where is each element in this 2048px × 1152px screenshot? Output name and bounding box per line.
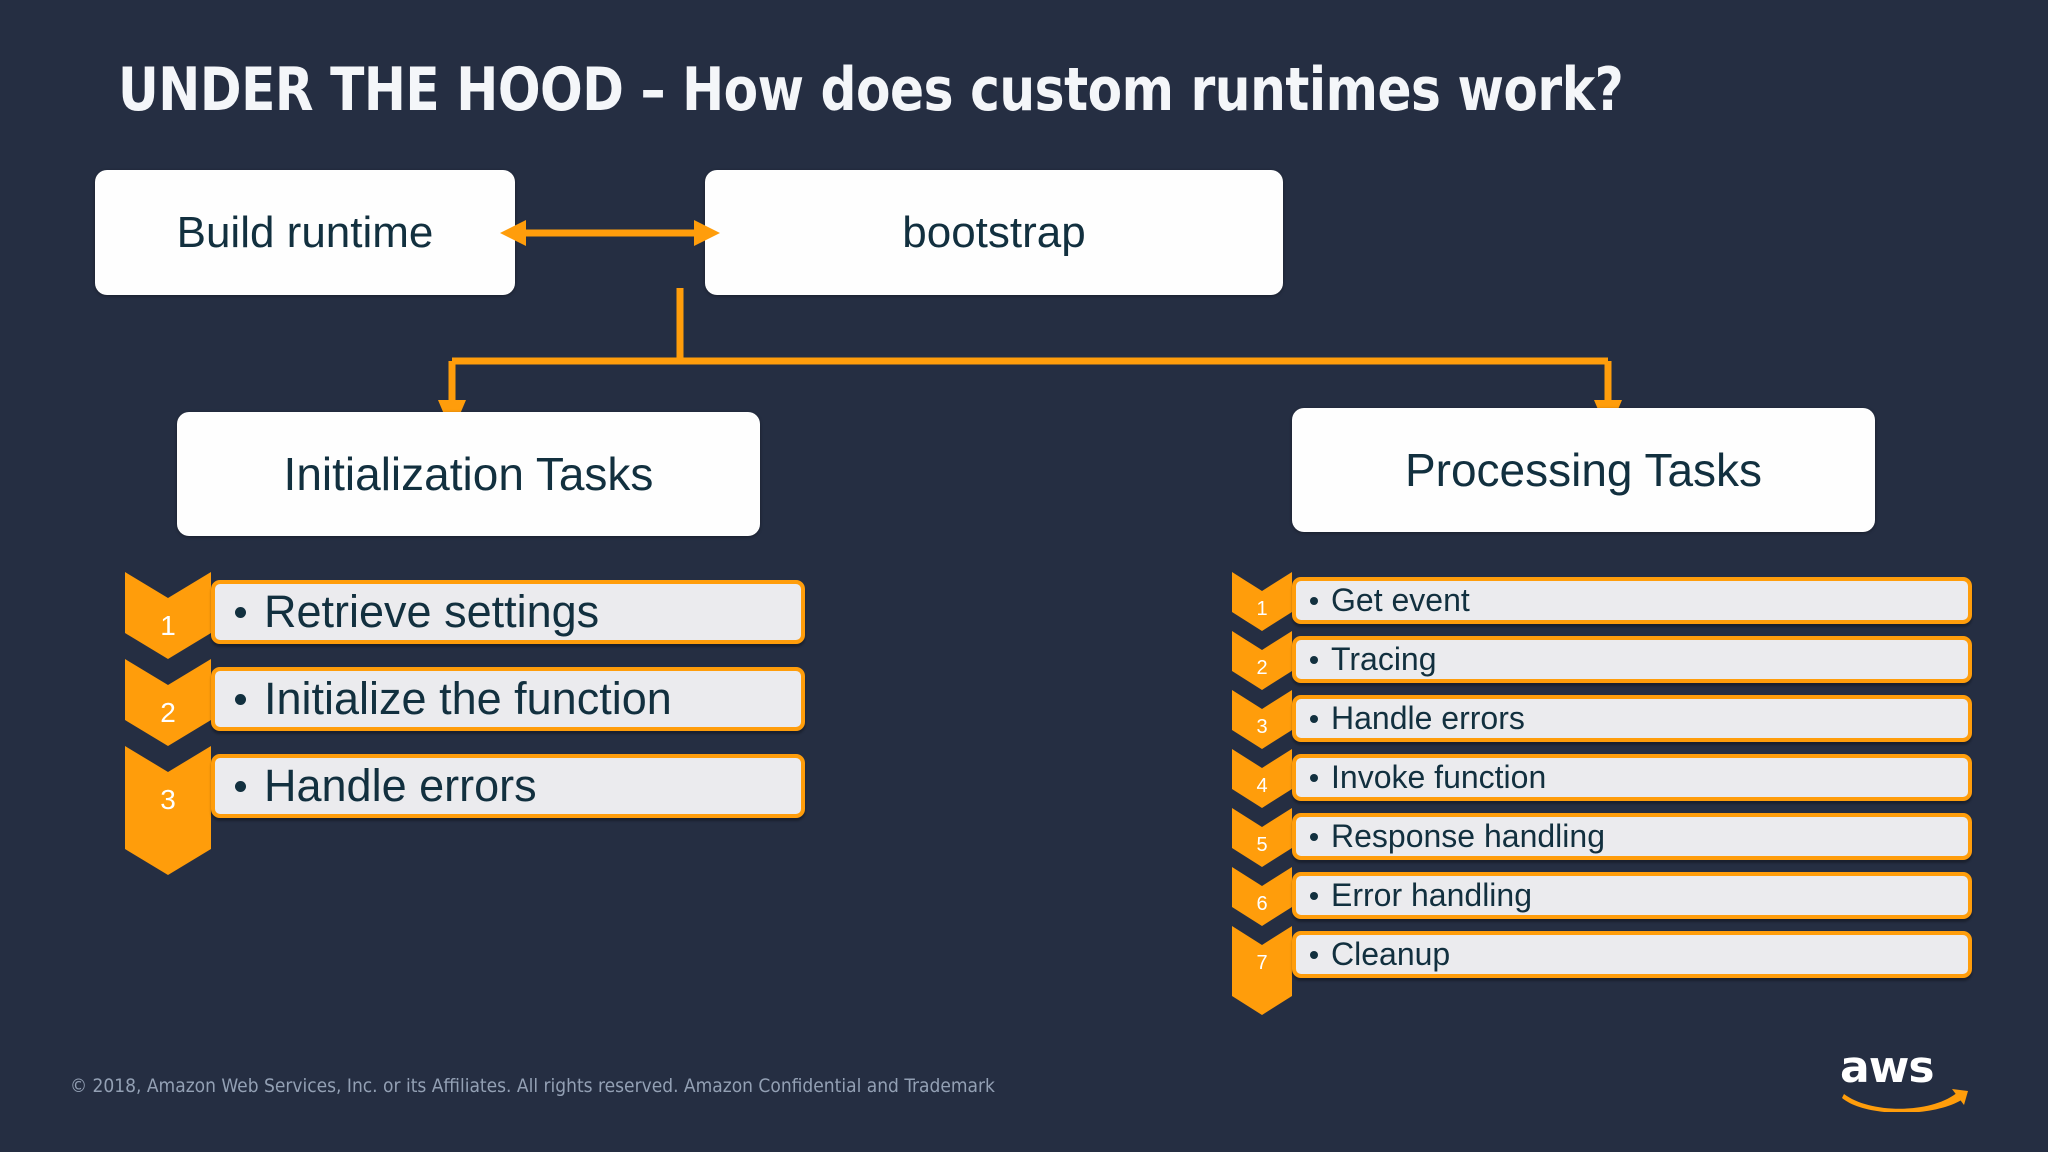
initialization-tasks-label: Initialization Tasks <box>283 448 654 500</box>
chevron-step-icon <box>1232 808 1292 867</box>
task-item-bar[interactable]: Retrieve settings <box>211 580 805 644</box>
page-title: UNDER THE HOOD – How does custom runtime… <box>118 55 1624 125</box>
task-item-bar[interactable]: Handle errors <box>211 754 805 818</box>
step-number: 5 <box>1256 834 1268 856</box>
bootstrap-label: bootstrap <box>902 207 1086 257</box>
bullet-icon <box>1310 596 1318 605</box>
task-item-label: Response handling <box>1331 818 1605 854</box>
bullet-icon <box>1310 832 1318 841</box>
step-number: 2 <box>1256 657 1268 679</box>
chevron-step-icon <box>125 746 211 875</box>
task-item-label: Retrieve settings <box>264 586 600 637</box>
step-number: 3 <box>1256 716 1268 738</box>
task-item-label: Initialize the function <box>264 673 672 724</box>
step-number: 6 <box>1256 893 1268 915</box>
step-number: 7 <box>1256 952 1268 974</box>
bullet-icon <box>1310 891 1318 900</box>
task-item-bar[interactable]: Error handling <box>1292 872 1972 919</box>
bullet-icon <box>1310 773 1318 782</box>
task-item-label: Error handling <box>1331 877 1532 913</box>
build-runtime-label: Build runtime <box>176 207 434 257</box>
aws-logo: aws <box>1840 1042 1970 1113</box>
task-item-bar[interactable]: Invoke function <box>1292 754 1972 801</box>
task-item-bar[interactable]: Response handling <box>1292 813 1972 860</box>
initialization-tasks-list: 1 Retrieve settings 2 Initialize the functi… <box>125 572 805 875</box>
footer-copyright: © 2018, Amazon Web Services, Inc. or its… <box>70 1075 995 1097</box>
chevron-step-icon <box>1232 572 1292 631</box>
task-item-label: Handle errors <box>264 760 537 811</box>
chevron-step-icon <box>1232 690 1292 749</box>
task-item-bar[interactable]: Cleanup <box>1292 931 1972 978</box>
task-item-label: Tracing <box>1331 641 1437 677</box>
bullet-icon <box>235 693 246 705</box>
initialization-tasks-box[interactable]: Initialization Tasks <box>177 412 760 536</box>
chevron-step-icon <box>1232 867 1292 926</box>
step-number: 3 <box>160 784 176 815</box>
bullet-icon <box>235 606 246 618</box>
processing-tasks-box[interactable]: Processing Tasks <box>1292 408 1875 532</box>
task-item-label: Invoke function <box>1331 759 1547 795</box>
chevron-step-icon <box>1232 749 1292 808</box>
step-number: 2 <box>160 697 176 728</box>
bullet-icon <box>235 780 246 792</box>
task-item-label: Cleanup <box>1331 936 1451 972</box>
task-item-label: Get event <box>1331 582 1470 618</box>
bullet-icon <box>1310 655 1318 664</box>
step-number: 4 <box>1256 775 1268 797</box>
build-runtime-box[interactable]: Build runtime <box>95 170 515 295</box>
step-number: 1 <box>160 610 176 641</box>
bullet-icon <box>1310 714 1318 723</box>
step-number: 1 <box>1256 598 1268 620</box>
processing-tasks-label: Processing Tasks <box>1404 444 1763 496</box>
bidirectional-arrow-icon <box>500 220 720 246</box>
task-item-bar[interactable]: Handle errors <box>1292 695 1972 742</box>
chevron-step-icon <box>1232 631 1292 690</box>
task-item-label: Handle errors <box>1331 700 1525 736</box>
chevron-step-icon <box>125 572 211 659</box>
task-item-bar[interactable]: Tracing <box>1292 636 1972 683</box>
aws-wordmark: aws <box>1840 1042 1935 1093</box>
aws-smile-icon <box>1842 1089 1968 1113</box>
task-item-bar[interactable]: Initialize the function <box>211 667 805 731</box>
chevron-step-icon <box>1232 926 1292 1015</box>
chevron-step-icon <box>125 659 211 746</box>
bullet-icon <box>1310 950 1318 959</box>
processing-tasks-list: 1 Get event 2 Tracing 3 Handle errors 4 Invoke … <box>1232 572 1972 1015</box>
task-item-bar[interactable]: Get event <box>1292 577 1972 624</box>
bootstrap-box[interactable]: bootstrap <box>705 170 1283 295</box>
